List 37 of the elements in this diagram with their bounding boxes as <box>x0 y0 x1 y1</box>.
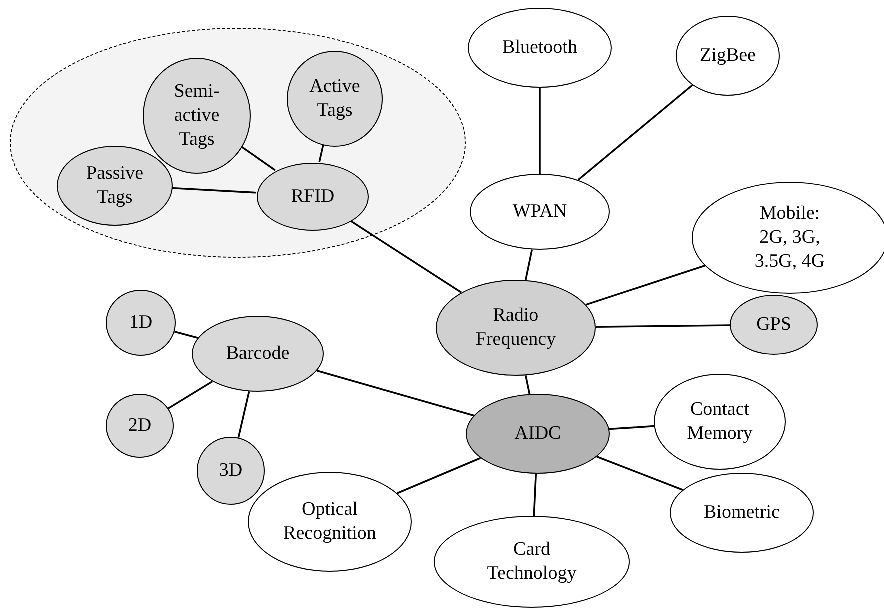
connector-line <box>350 220 462 294</box>
node-label: Optical Recognition <box>282 498 378 546</box>
node-label: RFID <box>291 185 335 209</box>
connector-line <box>525 375 531 394</box>
node-label: ZigBee <box>700 44 756 68</box>
node-label: Radio Frequency <box>474 304 558 352</box>
node-label: 1D <box>129 311 153 335</box>
node-label: 3D <box>219 459 243 483</box>
node-label: Barcode <box>226 342 290 366</box>
connector-line <box>586 265 706 306</box>
node-label: Bluetooth <box>502 36 578 60</box>
connector-line <box>316 370 474 417</box>
node-label: WPAN <box>512 200 568 224</box>
connector-line <box>168 380 214 410</box>
node-label: 2D <box>128 414 152 438</box>
node-label: Card Technology <box>486 538 578 586</box>
connector-line <box>397 457 482 494</box>
connector-line <box>238 391 250 438</box>
node-label: Contact Memory <box>686 398 754 446</box>
node-label: Active Tags <box>308 75 362 123</box>
connector-line <box>596 456 684 491</box>
connector-line <box>533 474 538 516</box>
node-label: GPS <box>756 313 792 337</box>
connector-line <box>524 250 534 281</box>
connector-line <box>172 187 256 194</box>
connector-line <box>318 144 324 162</box>
node-label: Biometric <box>704 501 780 525</box>
connector-line <box>596 324 730 328</box>
connector-line <box>609 425 654 430</box>
node-label: Passive Tags <box>86 162 144 210</box>
connector-line <box>578 84 694 181</box>
node-label: Semi-active Tags <box>173 80 221 152</box>
connector-line <box>539 88 541 174</box>
node-label: Mobile: 2G, 3G, 3.5G, 4G <box>754 202 826 274</box>
node-label: AIDC <box>514 422 562 446</box>
connector-line <box>240 146 276 172</box>
connector-line <box>174 331 198 339</box>
